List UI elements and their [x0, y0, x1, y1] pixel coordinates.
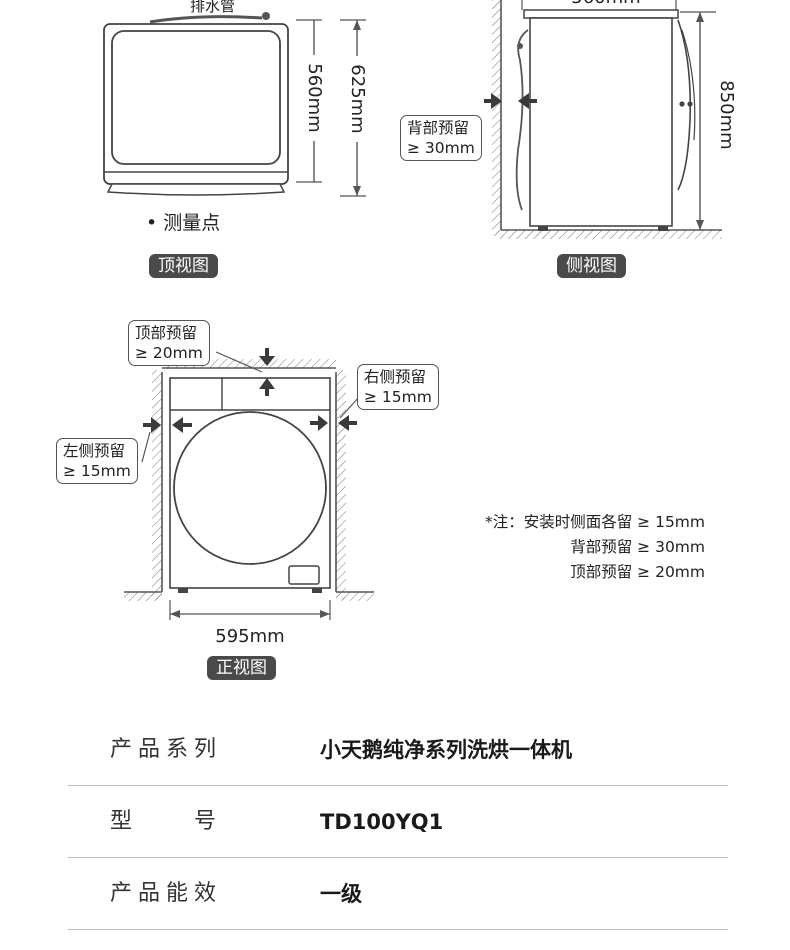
arrow-right-icon	[151, 417, 161, 433]
back-clearance-title: 背部预留	[407, 119, 470, 137]
side-view-body	[529, 17, 673, 227]
note-line: 顶部预留 ≥ 20mm	[570, 563, 705, 581]
arrow-left-icon	[338, 415, 349, 431]
note-line: *注：安装时侧面各留 ≥ 15mm	[484, 513, 705, 531]
back-clearance-value: ≥ 30mm	[407, 139, 475, 157]
dim-560-side: 560mm	[571, 0, 640, 8]
top-view-title: 顶视图	[149, 254, 218, 278]
drain-pipe-end-icon	[262, 12, 270, 20]
side-view-title: 侧视图	[557, 254, 626, 278]
spec-value: 一级	[320, 882, 362, 906]
arrow-right-icon	[491, 93, 502, 109]
top-view: 排水管 560mm 625mm • 测量点	[103, 0, 368, 234]
arrow-up-icon	[259, 378, 275, 389]
drain-pipe-icon	[149, 15, 263, 24]
filter-cover	[288, 565, 320, 585]
drain-pipe-label: 排水管	[190, 0, 235, 15]
side-view: 560mm 850mm	[484, 0, 737, 239]
installation-diagram: 排水管 560mm 625mm • 测量点 560mm	[103, 0, 737, 647]
top-view-lid	[111, 30, 281, 165]
door-profile	[677, 19, 692, 191]
spec-key: 型 号	[110, 809, 223, 834]
spec-row-efficiency: 产品能效 一级	[68, 858, 728, 930]
measure-point-label: • 测量点	[146, 212, 220, 234]
back-clearance-callout: 背部预留 ≥ 30mm	[400, 115, 482, 161]
divider	[68, 857, 728, 858]
left-clearance-callout: 左侧预留 ≥ 15mm	[56, 438, 138, 484]
top-clearance-title: 顶部预留	[135, 324, 198, 342]
arrow-down-icon	[259, 356, 275, 366]
right-clearance-callout: 右侧预留 ≥ 15mm	[357, 364, 439, 410]
divider	[68, 929, 728, 930]
arrow-left-icon	[518, 93, 529, 109]
left-clearance-title: 左侧预留	[63, 442, 126, 460]
divider	[68, 785, 728, 786]
spec-value: 小天鹅纯净系列洗烘一体机	[320, 738, 572, 762]
spec-row-series: 产品系列 小天鹅纯净系列洗烘一体机	[68, 714, 728, 786]
arrow-right-icon	[318, 415, 328, 431]
porthole-door	[173, 411, 327, 565]
dim-850: 850mm	[716, 80, 737, 149]
front-view: 595mm	[124, 348, 374, 647]
spec-row-model: 型 号 TD100YQ1	[68, 786, 728, 858]
left-clearance-value: ≥ 15mm	[63, 462, 131, 480]
installation-notes: *注：安装时侧面各留 ≥ 15mm 背部预留 ≥ 30mm 顶部预留 ≥ 20m…	[485, 510, 705, 585]
dim-560-top: 560mm	[304, 63, 325, 132]
spec-key: 产品能效	[110, 881, 223, 906]
spec-key: 产品系列	[110, 737, 223, 762]
arrow-left-icon	[172, 417, 183, 433]
note-line: 背部预留 ≥ 30mm	[570, 538, 705, 556]
top-view-base	[106, 183, 286, 196]
back-hose-icon	[515, 29, 529, 211]
front-view-title: 正视图	[207, 656, 276, 680]
right-clearance-value: ≥ 15mm	[364, 388, 432, 406]
top-clearance-callout: 顶部预留 ≥ 20mm	[128, 320, 210, 366]
top-clearance-value: ≥ 20mm	[135, 344, 203, 362]
spec-value: TD100YQ1	[320, 810, 444, 834]
dim-595: 595mm	[215, 626, 284, 647]
dim-625: 625mm	[347, 64, 368, 133]
right-clearance-title: 右侧预留	[364, 368, 427, 386]
